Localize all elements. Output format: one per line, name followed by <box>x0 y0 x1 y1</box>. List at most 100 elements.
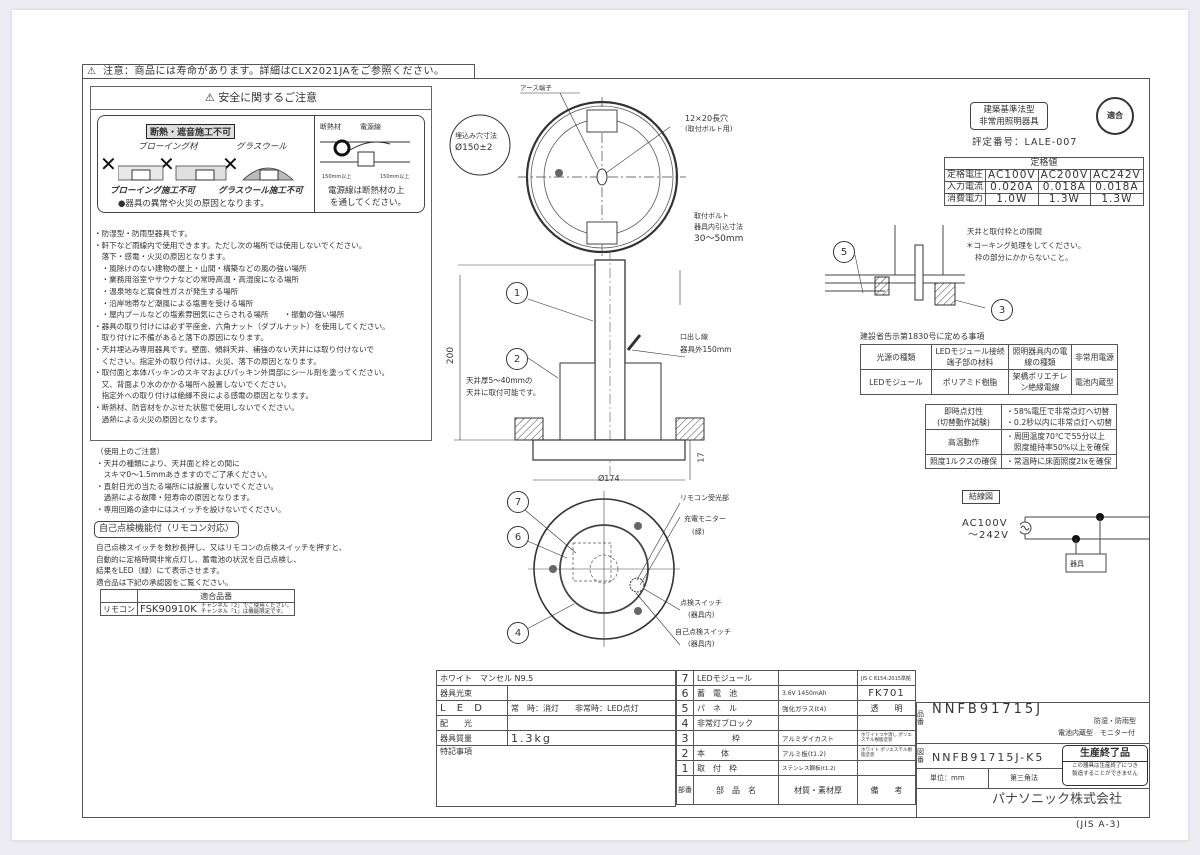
ceiling-note-1: 天井厚5〜40mmの <box>466 376 533 385</box>
lead-label-1: 口出し線 <box>680 333 708 341</box>
certification-type-box: 建築基準法型 非常用照明器具 <box>970 102 1048 130</box>
safety-panel: ⚠ 安全に関するご注意 断熱・遮音施工不可 ブローイング材 グラスウール ✕ ✕… <box>90 86 432 441</box>
discontinued-note-2: 製造することができません <box>1072 771 1138 777</box>
safety-item: 取り付けに不備があると落下の原因になります。 <box>94 333 268 343</box>
product-number: NNFB91715J <box>932 702 1044 717</box>
safety-item: ・器具の取り付けには必ず平座金、六角ナット（ダブルナット）を使用してください。 <box>94 321 390 331</box>
safety-item: ・取付面と本体パッキンのスキマおよびパッキン外周部にシール剤を塗ってください。 <box>94 368 390 378</box>
power-line-label: 電源線 <box>360 123 381 131</box>
clearance-dim-a: 150mm以上 <box>322 174 352 180</box>
usage-line: 過熱による故障・短寿命の原因となります。 <box>96 493 255 503</box>
insulation-label: 断熱材 <box>320 123 341 131</box>
clearance-dim-b: 150mm以上 <box>380 174 410 180</box>
rating-title: 定格値 <box>944 157 1144 170</box>
divider <box>314 116 315 212</box>
depth-dimension: 17 <box>696 452 706 463</box>
usage-line: ・天井の種類により、天井面と枠との間に <box>96 458 240 468</box>
remote-note-1: チャンネル「2」でご使用ください。 <box>200 603 293 609</box>
lifespan-notice: ⚠ 注意：商品には寿命があります。詳細はCLX2021JAをご参照ください。 <box>82 64 475 79</box>
glasswool-forbidden: グラスウール施工不可 <box>218 186 303 196</box>
self-check-switch-sub: (器具内) <box>688 640 715 648</box>
fixture-drawings <box>449 92 705 647</box>
insulation-warning-box: 断熱・遮音施工不可 ブローイング材 グラスウール ✕ ✕ ✕ ブローイング施工不… <box>97 115 425 213</box>
notice-1830-table: 光源の種類 LEDモジュール接続端子部の材料 照明器具内の電線の種類 非常用電源… <box>860 344 1118 395</box>
remote-receiver-label: リモコン受光部 <box>680 494 729 502</box>
callout-6: 6 <box>507 526 529 548</box>
usage-line: （使用上のご注意） <box>96 447 165 456</box>
self-check-title: 自己点検機能付（リモコン対応） <box>94 521 240 538</box>
caulking-note-1: ＊コーキング処理をしてください。 <box>966 241 1086 250</box>
caulking-title: 天井と取付枠との隙間 <box>967 227 1042 236</box>
self-check-line: 適合品は下記の承認図をご覧ください。 <box>96 577 233 587</box>
cross-icon: ✕ <box>100 152 117 176</box>
earth-terminal-label: アース端子 <box>520 84 552 92</box>
unit-label: 単位：mm <box>930 774 965 782</box>
discontinued-box: 生産終了品 この器具は生産終了につき 製造することができません <box>1062 745 1148 786</box>
embed-size-value: Ø150±2 <box>455 143 493 153</box>
safety-item: 過熱による火災の原因となります。 <box>94 414 222 424</box>
glasswool-label: グラスウール <box>236 142 287 152</box>
power-line-note-2: を通してください。 <box>330 198 406 208</box>
warning-triangle-icon: ⚠ <box>204 91 215 104</box>
bolt-label-2: 器具内引込寸法 <box>694 223 743 231</box>
safety-item: ・断熱材、防音材をかぶせた状態で使用しないでください。 <box>94 402 299 412</box>
product-block <box>916 702 1150 818</box>
safety-item: ・沿岸地帯など潮風による塩害を受ける場所 <box>94 298 254 308</box>
caulking-note-2: 枠の部分にかからないこと。 <box>975 253 1073 262</box>
usage-notes: （使用上のご注意） ・天井の種類により、天井面と枠との間に スキマ0〜1.5mm… <box>96 446 286 516</box>
embed-size-label: 埋込み穴寸法 <box>455 132 497 140</box>
remote-compat-table: 適合品番 リモコン FSK90910K チャンネル「2」でご使用ください。 チャ… <box>100 589 296 616</box>
power-line-illustration <box>320 139 410 167</box>
self-check-description: 自己点検スイッチを数秒長押し、又はリモコンの点検スイッチを押すと、 自動的に定格… <box>96 542 346 588</box>
cert-number: 評定番号：LALE-007 <box>972 137 1078 148</box>
callout-5: 5 <box>833 241 855 263</box>
check-switch-sub: (器具内) <box>688 611 715 619</box>
rating-row: 入力電流 0.020A 0.018A 0.018A <box>943 181 1144 194</box>
safety-items: ・防湿型・防雨型器具です。 ・軒下など雨線内で使用できます。ただし次の場所では使… <box>94 228 390 425</box>
self-check-line: 結果をLED（緑）にて表示させます。 <box>96 566 225 575</box>
remote-model: FSK90910K <box>136 602 199 616</box>
rating-table: 定格値 定格電圧 AC100V AC200V AC242V 入力電流 0.020… <box>943 157 1144 206</box>
rating-row: 消費電力 1.0W 1.3W 1.3W <box>943 193 1144 206</box>
height-dimension: 200 <box>446 346 457 365</box>
bolt-label-3: 30〜50mm <box>694 234 744 244</box>
callout-7: 7 <box>507 491 529 513</box>
mounting-section-detail <box>825 225 985 309</box>
company-name: パナソニック株式会社 <box>992 792 1123 807</box>
remote-label: リモコン <box>100 602 138 616</box>
warning-triangle-icon: ⚠ <box>87 66 97 77</box>
parts-header-row: 部番部 品 名材質・素材厚備 考 <box>676 775 916 805</box>
insulation-illustration <box>118 165 294 181</box>
discontinued-label: 生産終了品 <box>1063 746 1147 762</box>
wiring-voltage-2: 〜242V <box>968 530 1009 541</box>
safety-item: ください。指定外の取り付けは、火災、落下の原因となります。 <box>94 356 321 366</box>
safety-title: ⚠ 安全に関するご注意 <box>91 87 431 110</box>
emergency-performance-table: 即時点灯性 (切替動作試験) ・58%電圧で非常点灯へ切替・0.2秒以内に非常点… <box>924 404 1118 469</box>
charge-monitor-label: 充電モニター <box>684 515 726 523</box>
no-insulation-header: 断熱・遮音施工不可 <box>146 124 236 139</box>
safety-item: ・温泉地など腐食性ガスが発生する場所 <box>94 286 239 296</box>
ceiling-note-2: 天井に取付可能です。 <box>466 388 541 397</box>
power-line-note-1: 電源線は断熱材の上 <box>328 186 405 196</box>
rating-row: 定格電圧 AC100V AC200V AC242V <box>943 169 1144 182</box>
drawing-number: NNFB91715J-K5 <box>932 751 1045 764</box>
charge-monitor-sub: (緑) <box>692 528 705 536</box>
wiring-title: 結線図 <box>962 490 1000 504</box>
lifespan-notice-text: 注意：商品には寿命があります。詳細はCLX2021JAをご参照ください。 <box>103 66 445 77</box>
safety-item: 落下・感電・火災の原因となります。 <box>94 252 230 262</box>
self-check-switch-label: 自己点検スイッチ <box>675 628 731 636</box>
safety-item: ・風除けのない建物の屋上・山間・構築などの風の強い場所 <box>94 263 307 273</box>
safety-item: ・屋内プールなどの塩素雰囲気にさらされる場所 ・振動の強い場所 <box>94 310 345 320</box>
blowing-label: ブローイング材 <box>138 142 198 152</box>
certification-seal: 適合 <box>1096 97 1134 135</box>
wiring-diagram <box>1020 513 1150 573</box>
discontinued-note-1: この器具は生産終了につき <box>1071 763 1138 769</box>
callout-4: 4 <box>507 622 529 644</box>
projection-label: 第三角法 <box>1010 774 1038 782</box>
